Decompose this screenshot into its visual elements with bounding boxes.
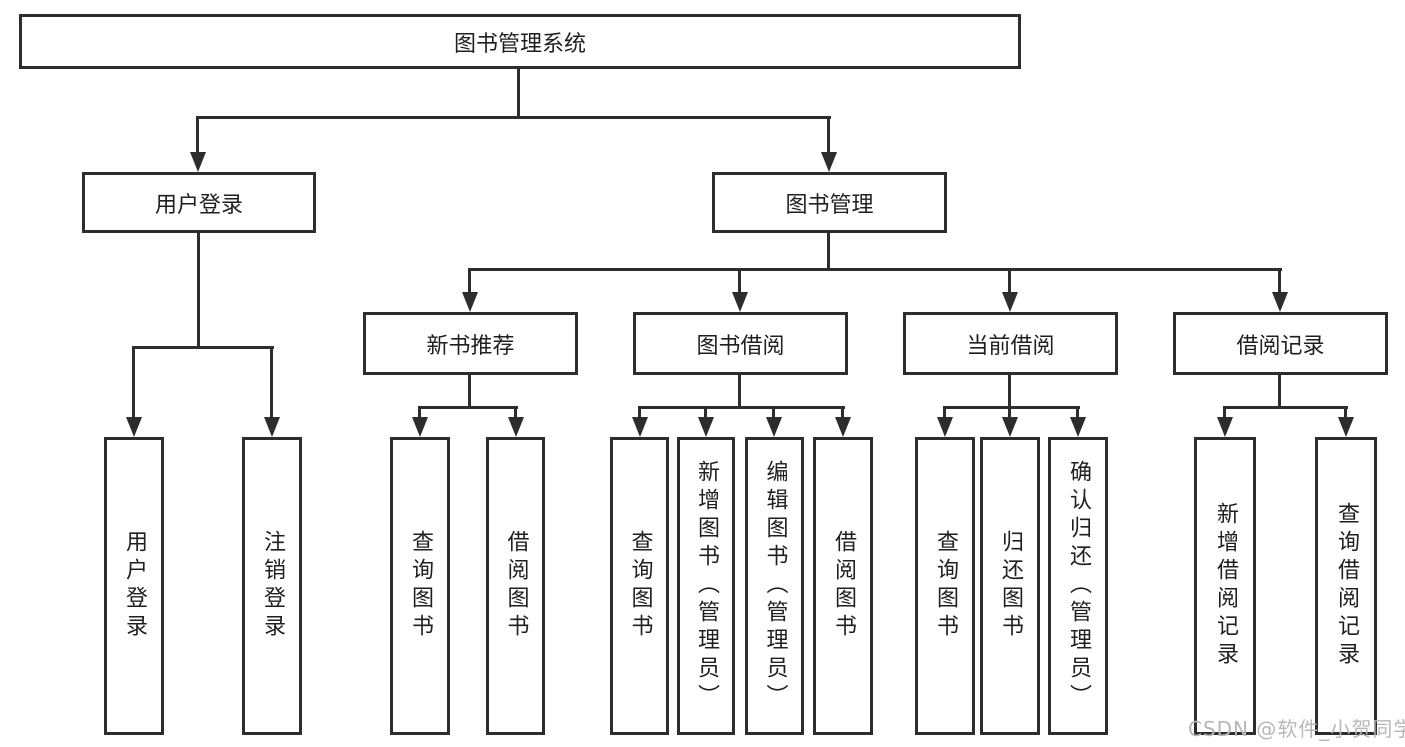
arrowhead-down-icon [1338, 417, 1354, 437]
connector-vline [738, 375, 741, 408]
leaf-confirm-return-admin-label: 确认归还（管理员） [1066, 460, 1091, 712]
leaf-query-borrow-record: 查询借阅记录 [1315, 437, 1377, 735]
leaf-add-borrow-record: 新增借阅记录 [1194, 437, 1256, 735]
leaf-confirm-return-admin: 确认归还（管理员） [1048, 437, 1108, 735]
arrowhead-down-icon [766, 417, 782, 437]
connector-vline [1008, 408, 1011, 419]
leaf-add-book-admin: 新增图书（管理员） [677, 437, 735, 735]
connector-vline [468, 375, 471, 408]
connector-hline [638, 406, 845, 409]
connector-hline [1223, 406, 1348, 409]
leaf-query-books-3: 查询图书 [915, 437, 975, 735]
connector-vline [738, 270, 741, 294]
connector-vline [418, 408, 421, 419]
leaf-query-borrow-record-label: 查询借阅记录 [1334, 502, 1359, 670]
leaf-edit-book-admin-label: 编辑图书（管理员） [762, 460, 788, 712]
connector-vline [772, 408, 775, 419]
arrowhead-down-icon [1217, 417, 1233, 437]
connector-vline [1076, 408, 1079, 419]
leaf-logout-label: 注销登录 [260, 530, 285, 642]
connector-vline [197, 233, 200, 348]
leaf-user-login-label: 用户登录 [122, 530, 147, 642]
arrowhead-down-icon [412, 417, 428, 437]
node-user-login-module-label: 用户登录 [154, 192, 243, 218]
arrowhead-down-icon [732, 292, 748, 312]
leaf-user-login: 用户登录 [104, 437, 164, 735]
leaf-borrow-books-2: 借阅图书 [813, 437, 873, 735]
arrowhead-down-icon [698, 417, 714, 437]
connector-hline [468, 268, 1282, 271]
connector-vline [1008, 375, 1011, 408]
leaf-query-books-2-label: 查询图书 [627, 530, 653, 642]
connector-vline [943, 408, 946, 419]
connector-vline [704, 408, 707, 419]
connector-vline [1223, 408, 1226, 419]
csdn-watermark: CSDN @软件_小贺同学 [1188, 717, 1405, 741]
arrowhead-down-icon [1002, 417, 1018, 437]
leaf-borrow-books-1-label: 借阅图书 [503, 530, 529, 642]
arrowhead-down-icon [462, 292, 478, 312]
connector-vline [517, 69, 520, 118]
leaf-borrow-books-1: 借阅图书 [486, 437, 545, 735]
node-new-book-recommend: 新书推荐 [363, 312, 578, 375]
connector-vline [841, 408, 844, 419]
leaf-return-book-label: 归还图书 [998, 530, 1023, 642]
arrowhead-down-icon [1070, 417, 1086, 437]
connector-vline [270, 348, 273, 419]
connector-vline [827, 233, 830, 270]
connector-hline [196, 116, 831, 119]
arrowhead-down-icon [1272, 292, 1288, 312]
connector-vline [514, 408, 517, 419]
node-current-borrow-label: 当前借阅 [966, 333, 1055, 359]
arrowhead-down-icon [821, 152, 837, 172]
arrowhead-down-icon [1002, 292, 1018, 312]
node-library-system: 图书管理系统 [19, 14, 1021, 69]
node-new-book-recommend-label: 新书推荐 [426, 333, 515, 359]
leaf-edit-book-admin: 编辑图书（管理员） [745, 437, 804, 735]
connector-vline [132, 348, 135, 419]
connector-hline [132, 346, 274, 349]
connector-hline [943, 406, 1080, 409]
arrowhead-down-icon [190, 152, 206, 172]
node-book-management: 图书管理 [712, 172, 947, 233]
leaf-query-books-2: 查询图书 [610, 437, 669, 735]
leaf-add-borrow-record-label: 新增借阅记录 [1213, 502, 1238, 670]
leaf-add-book-admin-label: 新增图书（管理员） [694, 460, 719, 712]
connector-vline [1344, 408, 1347, 419]
leaf-query-books-3-label: 查询图书 [933, 530, 958, 642]
leaf-borrow-books-2-label: 借阅图书 [831, 530, 856, 642]
node-current-borrow: 当前借阅 [903, 312, 1118, 375]
node-book-borrow: 图书借阅 [633, 312, 848, 375]
node-borrow-records-label: 借阅记录 [1236, 333, 1325, 359]
node-book-borrow-label: 图书借阅 [696, 333, 785, 359]
connector-vline [196, 118, 199, 154]
node-borrow-records: 借阅记录 [1173, 312, 1388, 375]
arrowhead-down-icon [937, 417, 953, 437]
arrowhead-down-icon [835, 417, 851, 437]
connector-vline [1278, 375, 1281, 408]
leaf-query-books-1-label: 查询图书 [408, 530, 433, 642]
connector-vline [468, 270, 471, 294]
connector-vline [827, 118, 830, 154]
connector-vline [638, 408, 641, 419]
leaf-query-books-1: 查询图书 [390, 437, 450, 735]
connector-hline [418, 406, 518, 409]
leaf-return-book: 归还图书 [980, 437, 1040, 735]
connector-vline [1278, 270, 1281, 294]
leaf-logout: 注销登录 [242, 437, 302, 735]
node-book-management-label: 图书管理 [785, 192, 874, 218]
arrowhead-down-icon [508, 417, 524, 437]
node-library-system-label: 图书管理系统 [453, 31, 586, 57]
arrowhead-down-icon [264, 417, 280, 437]
node-user-login-module: 用户登录 [82, 172, 316, 233]
arrowhead-down-icon [126, 417, 142, 437]
connector-vline [1008, 270, 1011, 294]
arrowhead-down-icon [632, 417, 648, 437]
